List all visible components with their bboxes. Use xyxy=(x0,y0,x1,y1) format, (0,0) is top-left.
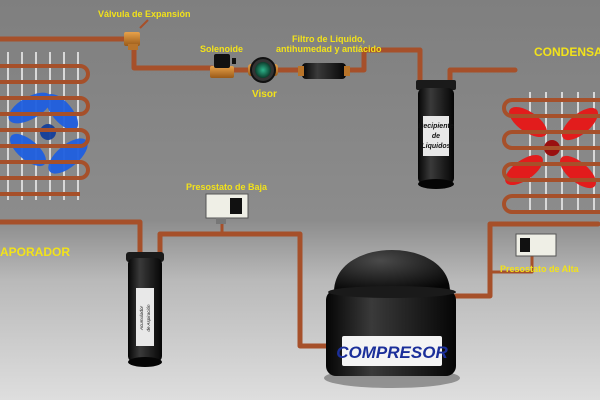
accumulator-label-line2: de Aspiración xyxy=(146,304,151,332)
sight-glass xyxy=(248,57,278,83)
filter-drier xyxy=(298,63,350,79)
compressor xyxy=(324,250,460,388)
low-pressostat-label: Presostato de Baja xyxy=(186,182,268,192)
suction-accumulator xyxy=(126,252,164,367)
condenser-coil xyxy=(502,92,600,214)
sight-glass-label: Visor xyxy=(252,89,277,100)
receiver-label-line2: de xyxy=(432,133,440,140)
pipe-network xyxy=(0,36,600,349)
high-pressure-switch xyxy=(515,233,557,257)
accumulator-label-line1: Acumulador xyxy=(139,305,144,331)
solenoid-valve xyxy=(210,54,236,78)
low-pressure-switch xyxy=(205,193,249,224)
receiver-label-line1: Recipiente xyxy=(418,123,454,130)
receiver-label-line3: Liquidos xyxy=(421,143,450,150)
high-pressostat-label: Presostato de Alta xyxy=(500,264,580,274)
evaporator-label: APORADOR xyxy=(0,245,70,259)
solenoid-label: Solenoide xyxy=(200,44,243,54)
expansion-valve xyxy=(124,19,149,50)
filter-label-line1: Filtro de Liquido, xyxy=(292,34,365,44)
compressor-label: COMPRESOR xyxy=(336,343,448,362)
expansion-valve-label: Válvula de Expansión xyxy=(98,9,191,19)
evaporator-coil xyxy=(0,52,90,200)
condenser-label: CONDENSA xyxy=(534,45,600,59)
liquid-receiver xyxy=(416,80,456,189)
filter-label-line2: antihumedad y antiácido xyxy=(276,44,382,54)
